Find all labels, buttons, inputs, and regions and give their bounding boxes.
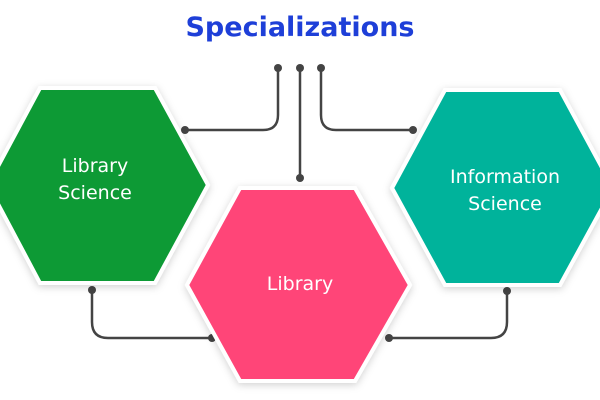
label-library: Library <box>220 271 380 298</box>
label-line: Information <box>450 166 560 188</box>
connector-dot <box>503 287 511 295</box>
label-line: Science <box>58 182 132 204</box>
label-library-science: Library Science <box>15 153 175 207</box>
connector-bottom-left <box>90 290 212 340</box>
connector-top-right <box>319 68 413 132</box>
hexagon-information-science <box>389 88 600 287</box>
connector-dot <box>296 64 304 72</box>
connector-dot <box>385 334 393 342</box>
hexagon-library-science <box>0 86 211 285</box>
connectors <box>90 68 509 340</box>
label-line: Science <box>468 193 542 215</box>
diagram-title: Specializations <box>185 12 415 43</box>
connector-dot <box>88 286 96 294</box>
connector-top-left <box>185 68 280 132</box>
label-line: Library <box>266 273 334 295</box>
connector-dot <box>296 174 304 182</box>
label-line: Library <box>61 155 129 177</box>
connector-dots <box>88 64 511 342</box>
connector-dot <box>181 126 189 134</box>
connector-bottom-right <box>389 291 509 340</box>
connector-dot <box>409 126 417 134</box>
connector-dot <box>274 64 282 72</box>
connector-dot <box>317 64 325 72</box>
label-information-science: Information Science <box>425 164 585 218</box>
hexagon-library <box>184 186 413 383</box>
